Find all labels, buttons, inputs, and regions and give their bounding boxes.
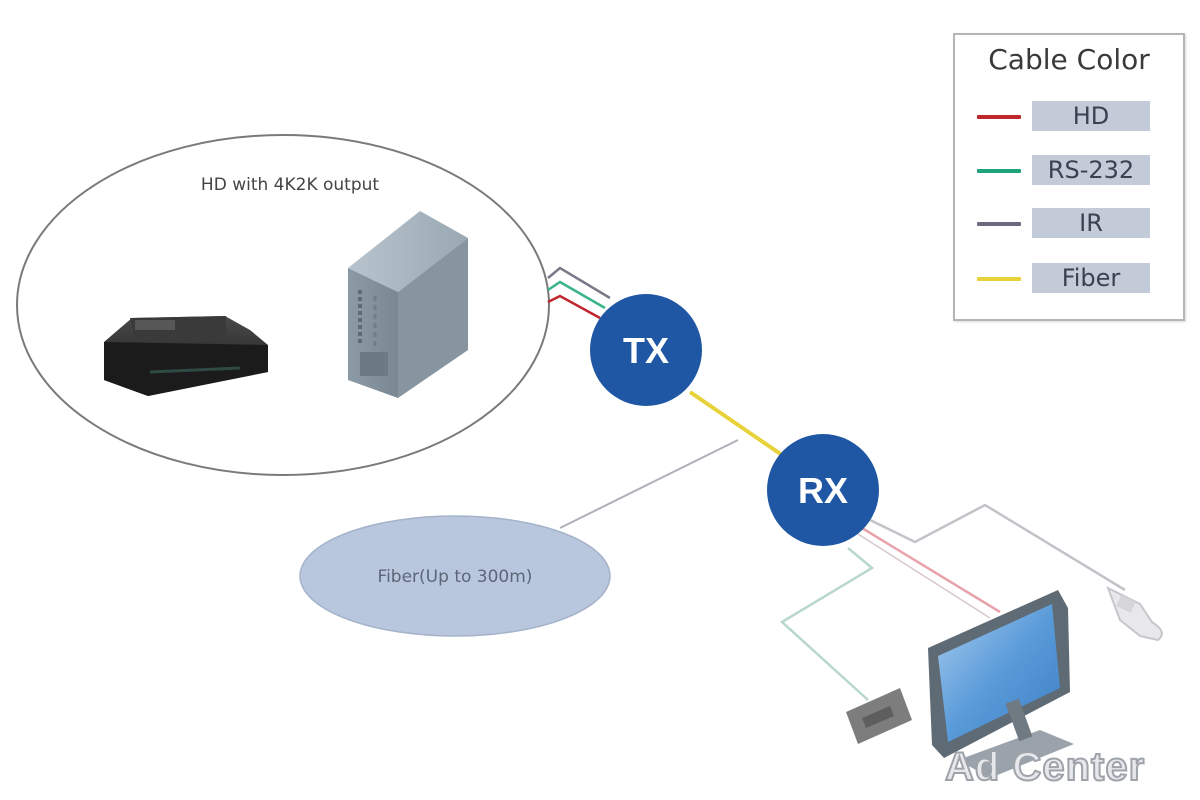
rx-label: RX <box>798 470 848 511</box>
legend-item-fiber: Fiber <box>977 263 1152 295</box>
source-group-title: HD with 4K2K output <box>201 175 379 195</box>
rs232-swatch <box>977 169 1021 173</box>
fiber-callout-label: Fiber(Up to 300m) <box>378 567 533 587</box>
tx-label: TX <box>623 330 669 371</box>
hd-cable-source <box>547 294 601 320</box>
set-top-box-icon <box>104 316 268 396</box>
legend-item-rs232: RS-232 <box>977 155 1152 187</box>
hd-swatch <box>977 115 1021 119</box>
ir-cable-source <box>547 266 611 300</box>
rs232-device-icon <box>846 688 912 744</box>
rs232-cable-source <box>547 280 606 310</box>
legend-item-ir: IR <box>977 208 1152 240</box>
rx-node[interactable]: RX <box>767 434 879 546</box>
legend-label-fiber: Fiber <box>1032 263 1150 293</box>
legend-label-hd: HD <box>1032 101 1150 131</box>
legend-title: Cable Color <box>988 43 1150 76</box>
fiber-cable <box>688 390 784 457</box>
ir-swatch <box>977 222 1021 226</box>
ir-cable-sink <box>869 503 1126 592</box>
hd-cable-sink-shadow <box>857 533 991 619</box>
sink-cables <box>779 503 1126 701</box>
monitor-icon <box>928 590 1074 778</box>
source-cables <box>547 266 611 320</box>
fiber-swatch <box>977 277 1021 281</box>
pc-tower-icon <box>348 211 468 398</box>
legend-item-hd: HD <box>977 101 1152 133</box>
legend-label-rs232: RS-232 <box>1032 155 1150 185</box>
rs232-cable-sink <box>779 547 875 701</box>
fiber-callout <box>299 515 611 637</box>
tx-node[interactable]: TX <box>590 294 702 406</box>
legend-label-ir: IR <box>1032 208 1150 238</box>
hd-cable-sink <box>861 526 1001 614</box>
ir-receiver-icon <box>1106 585 1163 642</box>
legend: Cable Color HD RS-232 IR Fiber <box>953 33 1185 321</box>
fiber-callout-connector <box>559 439 739 529</box>
watermark: Ad Center <box>944 744 1146 790</box>
